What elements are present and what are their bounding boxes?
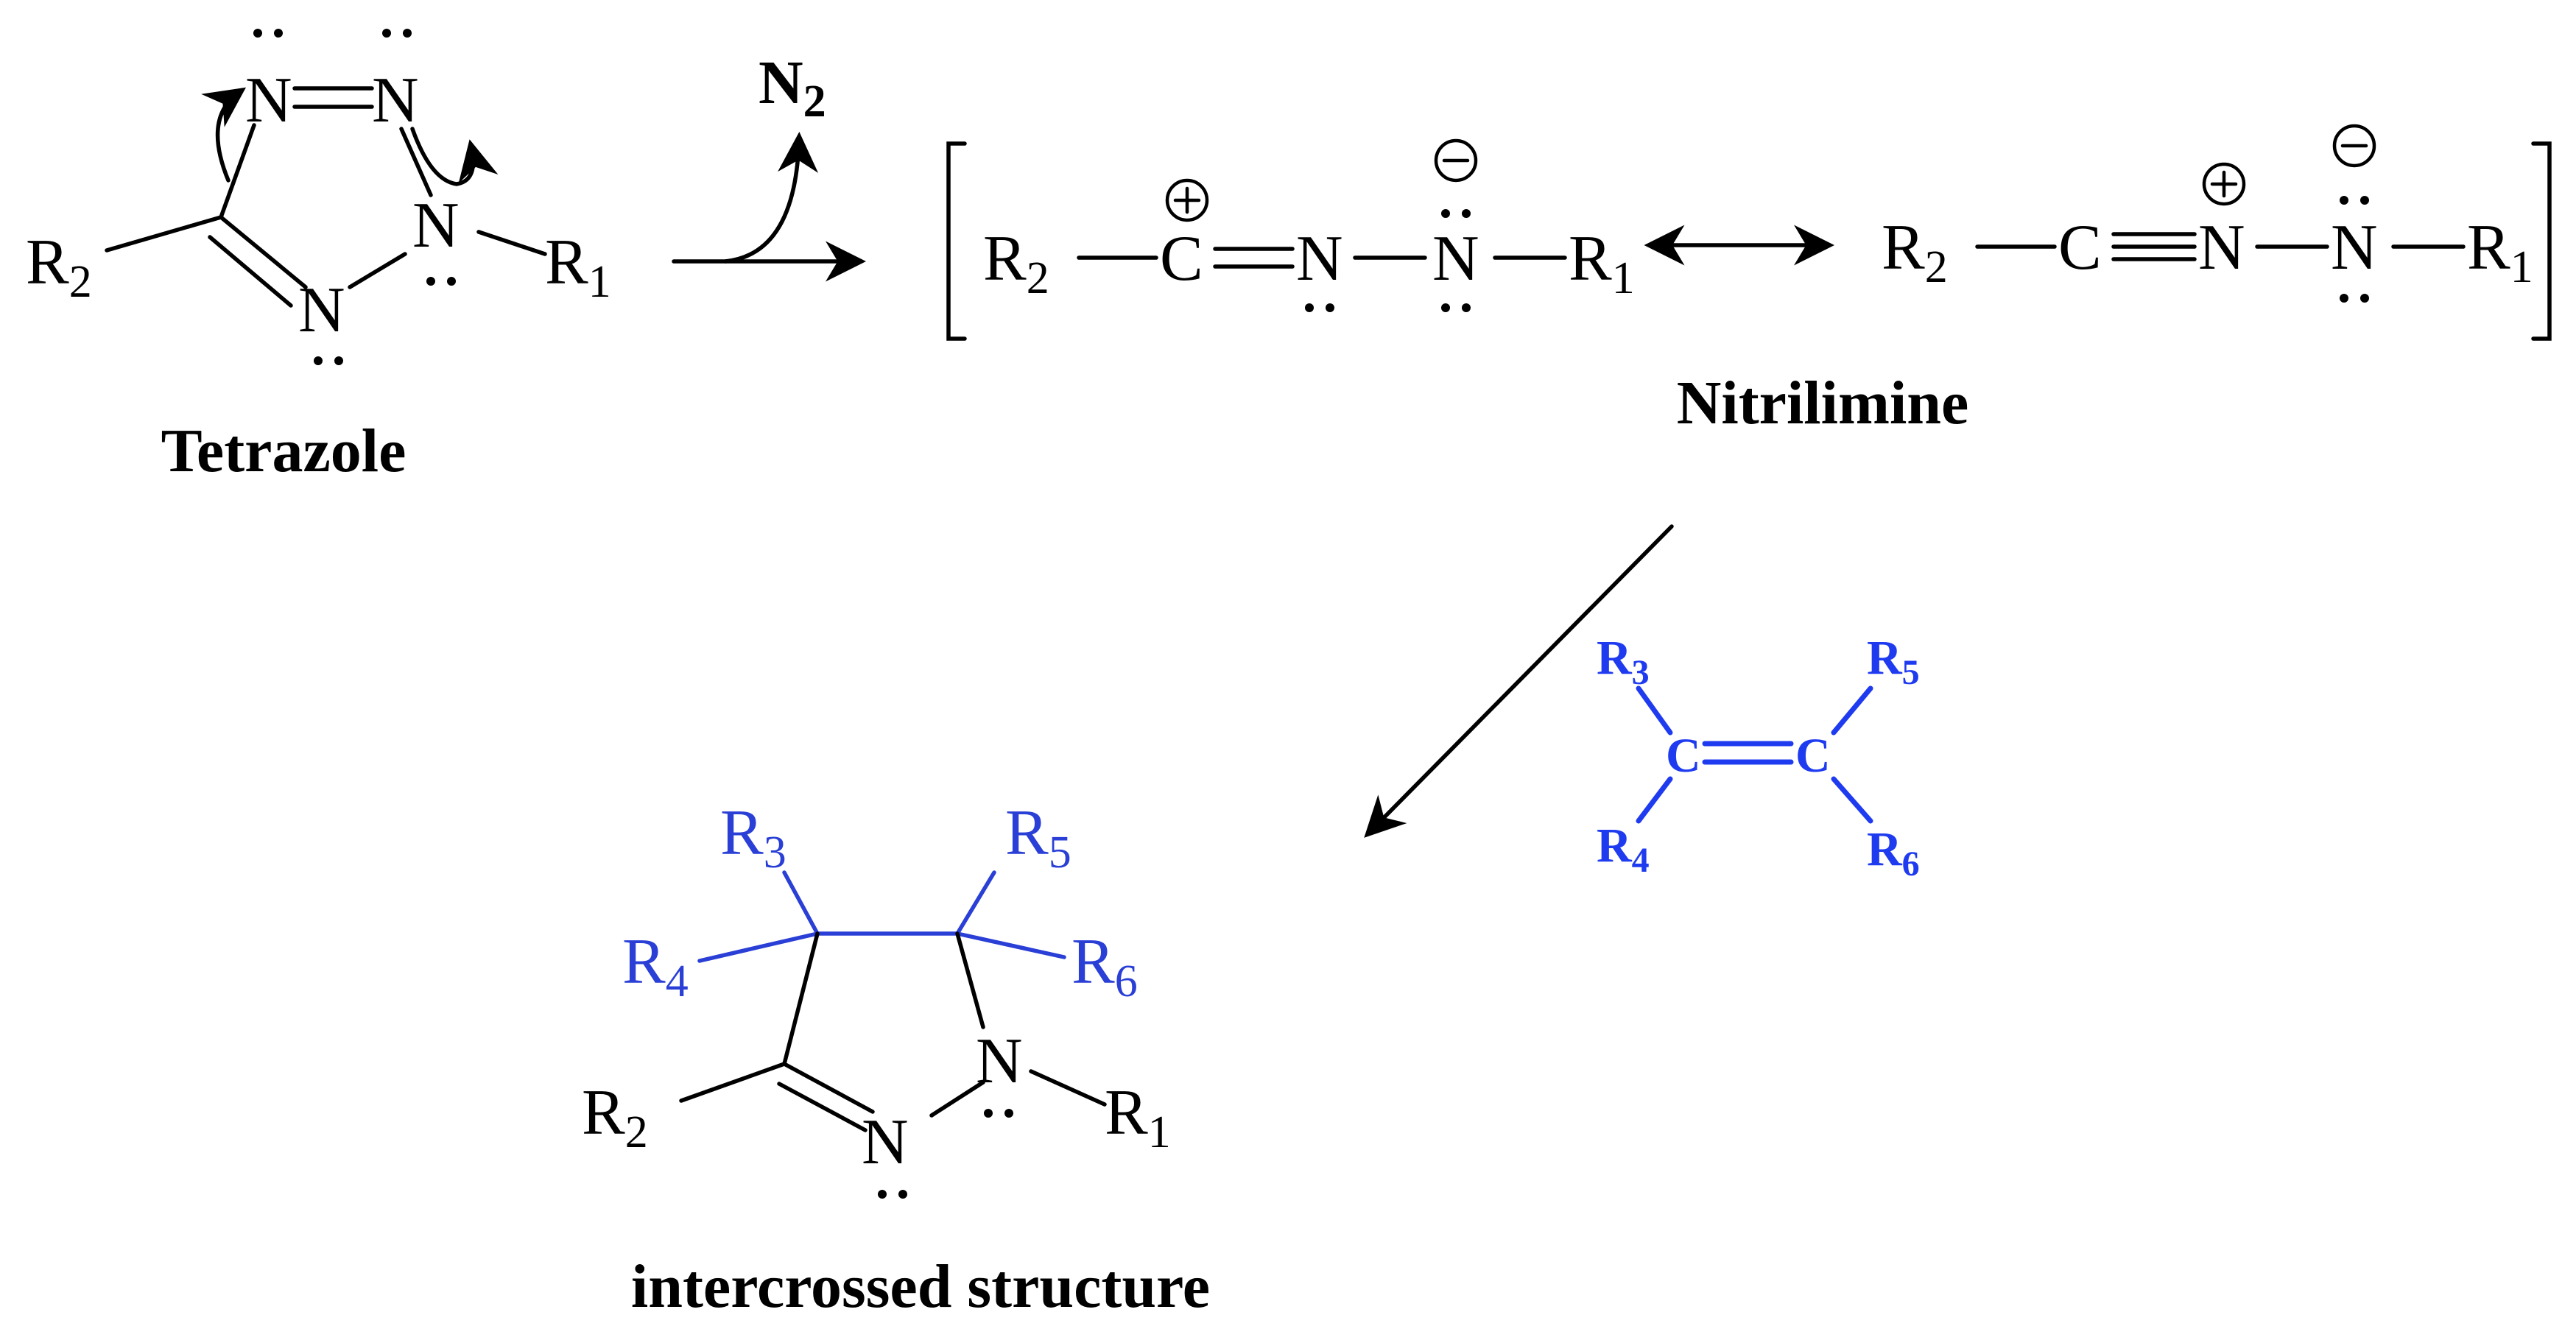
- tetrazole-label: Tetrazole: [161, 417, 407, 485]
- product-r1: R1: [1105, 1077, 1171, 1157]
- product-bond-c5-r5: [955, 870, 996, 936]
- product-r3: R3: [720, 797, 786, 878]
- alkene-bond-r5: [1831, 685, 1873, 736]
- lone-pairs: [253, 29, 456, 365]
- nitrilimine-structures: R2 C N N R1 R2 C: [946, 124, 2552, 437]
- product-bond-n1-r1: [1029, 1069, 1107, 1107]
- curved-arrow-right: [410, 127, 499, 186]
- alkene-bond-r3: [1636, 685, 1673, 736]
- product-bond-c5-r6: [955, 931, 1066, 959]
- form2-n2: N: [2331, 212, 2378, 283]
- curved-arrow-left: [201, 87, 247, 183]
- product-bond-n1-n2: [929, 1080, 985, 1118]
- bond-n4-c-double: [208, 235, 293, 308]
- alkene-r3: R3: [1597, 631, 1650, 692]
- atom-r1: R1: [545, 227, 611, 307]
- form1-r2: R2: [983, 223, 1049, 303]
- bond-n3-r1: [476, 230, 547, 256]
- atom-n1: N: [245, 65, 292, 136]
- bond-n4-c: [219, 215, 308, 289]
- n2-release-arrow: [723, 132, 819, 264]
- product-r5: R5: [1005, 797, 1071, 878]
- atom-r2: R2: [26, 227, 92, 307]
- product-bond-n2-c3: [782, 1062, 875, 1114]
- alkene-r4: R4: [1597, 819, 1650, 880]
- alkene-c-right: C: [1795, 729, 1831, 783]
- product-bond-c4-r4: [697, 931, 820, 963]
- atom-n4: N: [298, 275, 345, 346]
- product-n1: N: [976, 1026, 1023, 1097]
- cycloaddition-arrow: [1364, 524, 1674, 838]
- bracket-right: [2531, 141, 2552, 341]
- bond-c-n1: [219, 123, 256, 219]
- form2-r1: R1: [2467, 212, 2533, 292]
- form1-n1: N: [1296, 223, 1343, 295]
- form2-minus-charge: [2332, 124, 2376, 168]
- bracket-left: [946, 141, 967, 341]
- product-r6: R6: [1071, 926, 1138, 1006]
- alkene-bond-r6: [1831, 776, 1873, 824]
- form1-c: C: [1160, 223, 1203, 295]
- atom-n2: N: [372, 65, 419, 136]
- form1-plus-charge: [1165, 178, 1209, 222]
- form2-c: C: [2058, 212, 2102, 283]
- product-bond-c5-n1: [955, 931, 985, 1029]
- alkene-bond-r4: [1636, 776, 1673, 824]
- form2-n1: N: [2198, 212, 2245, 283]
- alkene-r5: R5: [1867, 631, 1920, 692]
- product-structure: R3 R4 R5 R6 R2 N N R1 intercrossed struc…: [582, 797, 1210, 1321]
- n2-elimination: N2: [672, 49, 866, 282]
- bond-r2-c: [105, 215, 223, 253]
- bond-n3-n4: [348, 252, 407, 289]
- tetrazole-structure: R2 N N N N R1 Tetrazole: [26, 29, 611, 485]
- alkene-c-left: C: [1666, 729, 1701, 783]
- nitrilimine-label: Nitrilimine: [1677, 369, 1969, 437]
- form2-plus-charge: [2202, 162, 2246, 206]
- product-label: intercrossed structure: [631, 1252, 1210, 1321]
- alkene-r6: R6: [1867, 822, 1920, 884]
- atom-n3: N: [412, 190, 460, 261]
- product-bond-c3-r2: [679, 1062, 786, 1103]
- product-n2: N: [862, 1107, 909, 1178]
- form1-r1: R1: [1569, 223, 1635, 303]
- resonance-form-1: R2 C N N R1: [983, 138, 1635, 312]
- form2-r2: R2: [1882, 212, 1948, 292]
- form1-minus-charge: [1434, 138, 1478, 183]
- product-bond-n2-c3-double: [777, 1082, 868, 1132]
- alkene-dipolarophile: R3 R4 R5 R6 C C: [1597, 631, 1920, 884]
- product-bond-c4-r3: [782, 870, 820, 936]
- bond-n2-n3: [399, 127, 433, 197]
- resonance-form-2: R2 C N N R1: [1882, 124, 2533, 303]
- product-r4: R4: [622, 926, 689, 1006]
- n2-label: N2: [759, 49, 826, 127]
- form1-n2: N: [1432, 223, 1479, 295]
- product-r2: R2: [582, 1077, 648, 1157]
- product-bond-c4-c3: [782, 931, 820, 1066]
